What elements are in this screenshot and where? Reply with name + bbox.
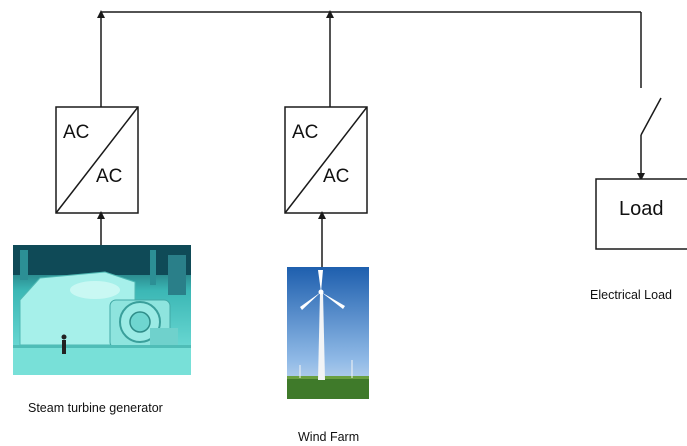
wind-farm-image xyxy=(287,267,369,399)
converter-1-output-label: AC xyxy=(96,166,122,187)
converter-1-input-label: AC xyxy=(63,122,89,143)
wind-farm-caption: Wind Farm xyxy=(298,430,359,444)
load-switch xyxy=(640,97,662,136)
load-box: Load xyxy=(595,178,687,250)
steam-turbine-image xyxy=(13,245,191,375)
converter-2-output-label: AC xyxy=(323,166,349,187)
converter-2-input-label: AC xyxy=(292,122,318,143)
load-label: Load xyxy=(619,198,664,220)
electrical-load-caption: Electrical Load xyxy=(590,288,672,302)
steam-turbine-caption: Steam turbine generator xyxy=(28,401,163,415)
ac-ac-converter-1: AC AC xyxy=(55,106,139,214)
ac-ac-converter-2: AC AC xyxy=(284,106,368,214)
